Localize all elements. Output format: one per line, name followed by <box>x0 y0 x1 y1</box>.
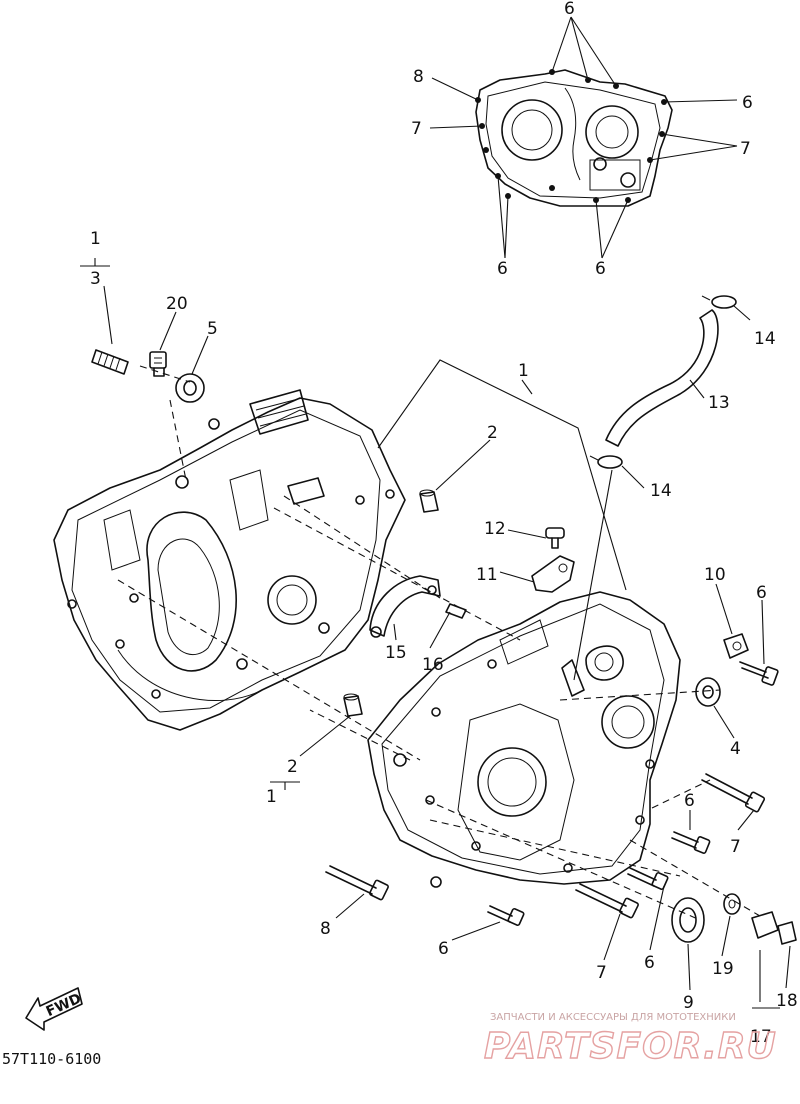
callout-18: 18 <box>776 991 798 1011</box>
seal-part-5 <box>175 373 205 403</box>
callout-6: 6 <box>756 583 767 603</box>
callout-6: 6 <box>644 953 655 973</box>
callout-7: 7 <box>730 837 741 857</box>
screw-part-16 <box>445 603 467 619</box>
callout-9: 9 <box>683 993 694 1013</box>
fwd-arrow: FWD <box>25 987 84 1031</box>
watermark-tagline: ЗАПЧАСТИ И АКСЕССУАРЫ ДЛЯ МОТОТЕХНИКИ <box>490 1012 736 1023</box>
seal-part-4 <box>695 677 721 707</box>
callout-19: 19 <box>712 959 734 979</box>
dowel-pin-2a <box>419 489 439 513</box>
clip-part-14b <box>589 455 623 469</box>
bolts <box>325 661 779 926</box>
callout-1: 1 <box>518 361 529 381</box>
bolt-7-right <box>701 773 766 813</box>
callout-6: 6 <box>595 259 606 279</box>
callout-6: 6 <box>438 939 449 959</box>
callout-10: 10 <box>704 565 726 585</box>
dowel-pin-2b <box>343 693 363 717</box>
washer-part-19 <box>723 893 741 915</box>
bolt-8-bottom-left <box>325 865 389 901</box>
part-code: 57T110-6100 <box>2 1050 101 1068</box>
stud-part-3 <box>91 349 129 375</box>
callout-5: 5 <box>207 319 218 339</box>
top-leaders <box>429 16 738 259</box>
callout-6: 6 <box>564 0 575 19</box>
callout-6: 6 <box>497 259 508 279</box>
callout-7: 7 <box>411 119 422 139</box>
callout-13: 13 <box>708 393 730 413</box>
plug-part-20 <box>149 351 167 377</box>
bracket-part-15 <box>369 575 441 638</box>
drain-plug-part-17 <box>751 911 797 945</box>
small-parts <box>91 295 797 945</box>
callout-1: 1 <box>266 787 277 807</box>
callout-1: 1 <box>90 229 101 249</box>
callout-14: 14 <box>754 329 776 349</box>
callout-8: 8 <box>413 67 424 87</box>
watermark: ЗАПЧАСТИ И АКСЕССУАРЫ ДЛЯ МОТОТЕХНИКИ PA… <box>483 1012 777 1068</box>
bolt-6-bottom-center <box>487 905 525 926</box>
callout-16: 16 <box>422 655 444 675</box>
callout-6: 6 <box>684 791 695 811</box>
callout-7: 7 <box>596 963 607 983</box>
callout-6: 6 <box>742 93 753 113</box>
hose-part-13 <box>605 309 719 447</box>
bolt-7-bottom-center <box>575 883 639 919</box>
callout-3: 3 <box>90 269 101 289</box>
callout-4: 4 <box>730 739 741 759</box>
callout-20: 20 <box>166 294 188 314</box>
alignment-lines <box>117 365 761 921</box>
callout-15: 15 <box>385 643 407 663</box>
callout-11: 11 <box>476 565 498 585</box>
callout-2: 2 <box>487 423 498 443</box>
callout-12: 12 <box>484 519 506 539</box>
top-crankcase-view <box>429 16 738 259</box>
callout-7: 7 <box>740 139 751 159</box>
screw-part-12 <box>545 527 565 549</box>
bolt-6-bottom-right <box>627 867 669 890</box>
left-crankcase-half <box>53 389 406 731</box>
clamp-part-10 <box>723 633 749 659</box>
right-crankcase-half <box>367 591 681 888</box>
callout-leaders <box>80 258 791 1009</box>
callout-14: 14 <box>650 481 672 501</box>
clip-part-14a <box>701 295 737 309</box>
watermark-brand: PARTSFOR.RU <box>484 1026 777 1067</box>
callout-2: 2 <box>287 757 298 777</box>
seal-part-9 <box>671 897 705 943</box>
guide-part-11 <box>531 555 575 593</box>
bolt-6-upper-right <box>739 661 779 686</box>
bolt-6-right-mid <box>671 831 711 854</box>
callout-labels: 6 8 7 6 7 6 6 1 3 20 5 1 2 2 1 15 16 12 … <box>90 0 798 1047</box>
callout-17: 17 <box>750 1027 772 1047</box>
callout-8: 8 <box>320 919 331 939</box>
